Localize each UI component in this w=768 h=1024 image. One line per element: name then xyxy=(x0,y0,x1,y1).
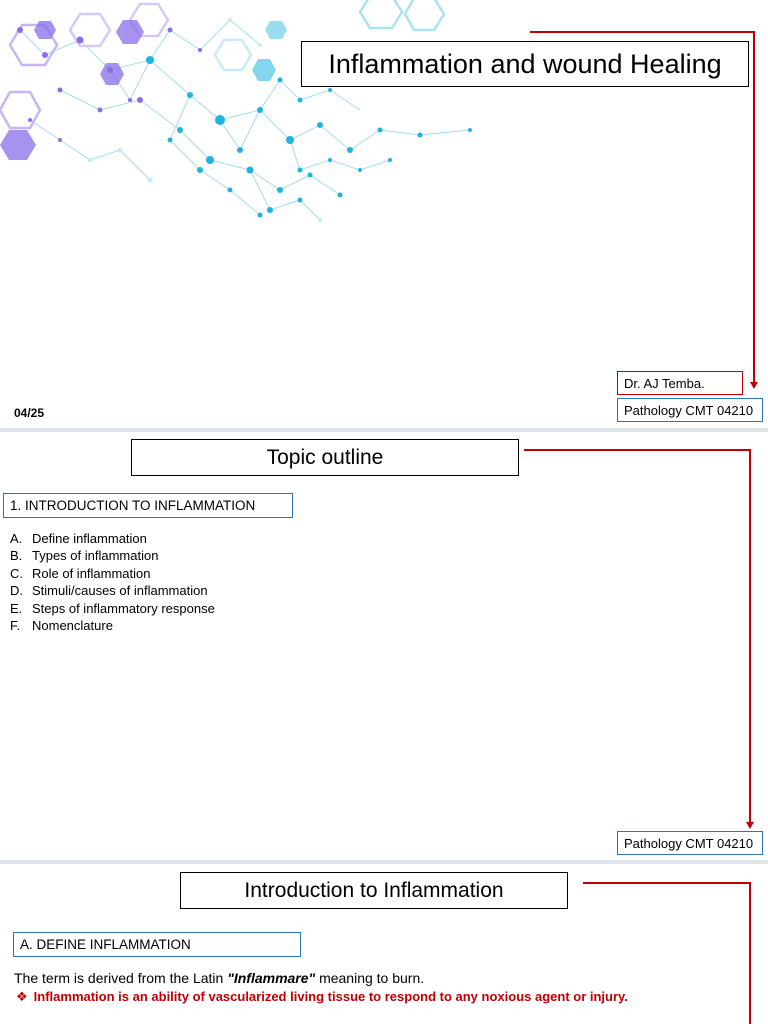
connector-line xyxy=(530,31,754,33)
connector-line xyxy=(753,31,755,383)
title-slide: Inflammation and wound Healing Dr. AJ Te… xyxy=(0,0,768,428)
slide-title: Topic outline xyxy=(131,439,519,476)
key-definition-bullet: ❖ Inflammation is an ability of vasculari… xyxy=(16,989,628,1005)
connector-line xyxy=(749,882,751,1024)
definition-text: The term is derived from the Latin "Infl… xyxy=(14,970,424,986)
course-code-box: Pathology CMT 04210 xyxy=(617,398,763,422)
arrow-head-icon xyxy=(746,822,754,829)
section-heading-box: A. DEFINE INFLAMMATION xyxy=(13,932,301,957)
introduction-slide: Introduction to Inflammation A. DEFINE I… xyxy=(0,864,768,1024)
bullet-text: Inflammation is an ability of vasculariz… xyxy=(33,989,628,1004)
definition-suffix: meaning to burn. xyxy=(315,970,425,986)
molecule-network-graphic xyxy=(0,0,472,222)
slide-title: Inflammation and wound Healing xyxy=(301,41,749,87)
connector-line xyxy=(749,449,751,823)
author-box: Dr. AJ Temba. xyxy=(617,371,743,395)
list-item: F.Nomenclature xyxy=(10,618,113,634)
section-heading-box: 1. INTRODUCTION TO INFLAMMATION xyxy=(3,493,293,518)
list-item: D.Stimuli/causes of inflammation xyxy=(10,583,208,599)
connector-line xyxy=(524,449,750,451)
slide-title: Introduction to Inflammation xyxy=(180,872,568,909)
slide-date: 04/25 xyxy=(14,406,45,420)
list-item: B.Types of inflammation xyxy=(10,548,159,564)
latin-term: "Inflammare" xyxy=(227,970,316,986)
diamond-bullet-icon: ❖ xyxy=(16,989,28,1004)
course-code-box: Pathology CMT 04210 xyxy=(617,831,763,855)
arrow-head-icon xyxy=(750,382,758,389)
topic-outline-slide: Topic outline 1. INTRODUCTION TO INFLAMM… xyxy=(0,432,768,860)
outline-list: A.Define inflammation B.Types of inflamm… xyxy=(10,530,215,634)
connector-line xyxy=(583,882,751,884)
list-item: E.Steps of inflammatory response xyxy=(10,600,215,616)
list-item: C.Role of inflammation xyxy=(10,565,151,581)
list-item: A.Define inflammation xyxy=(10,531,147,546)
definition-prefix: The term is derived from the Latin xyxy=(14,970,228,986)
